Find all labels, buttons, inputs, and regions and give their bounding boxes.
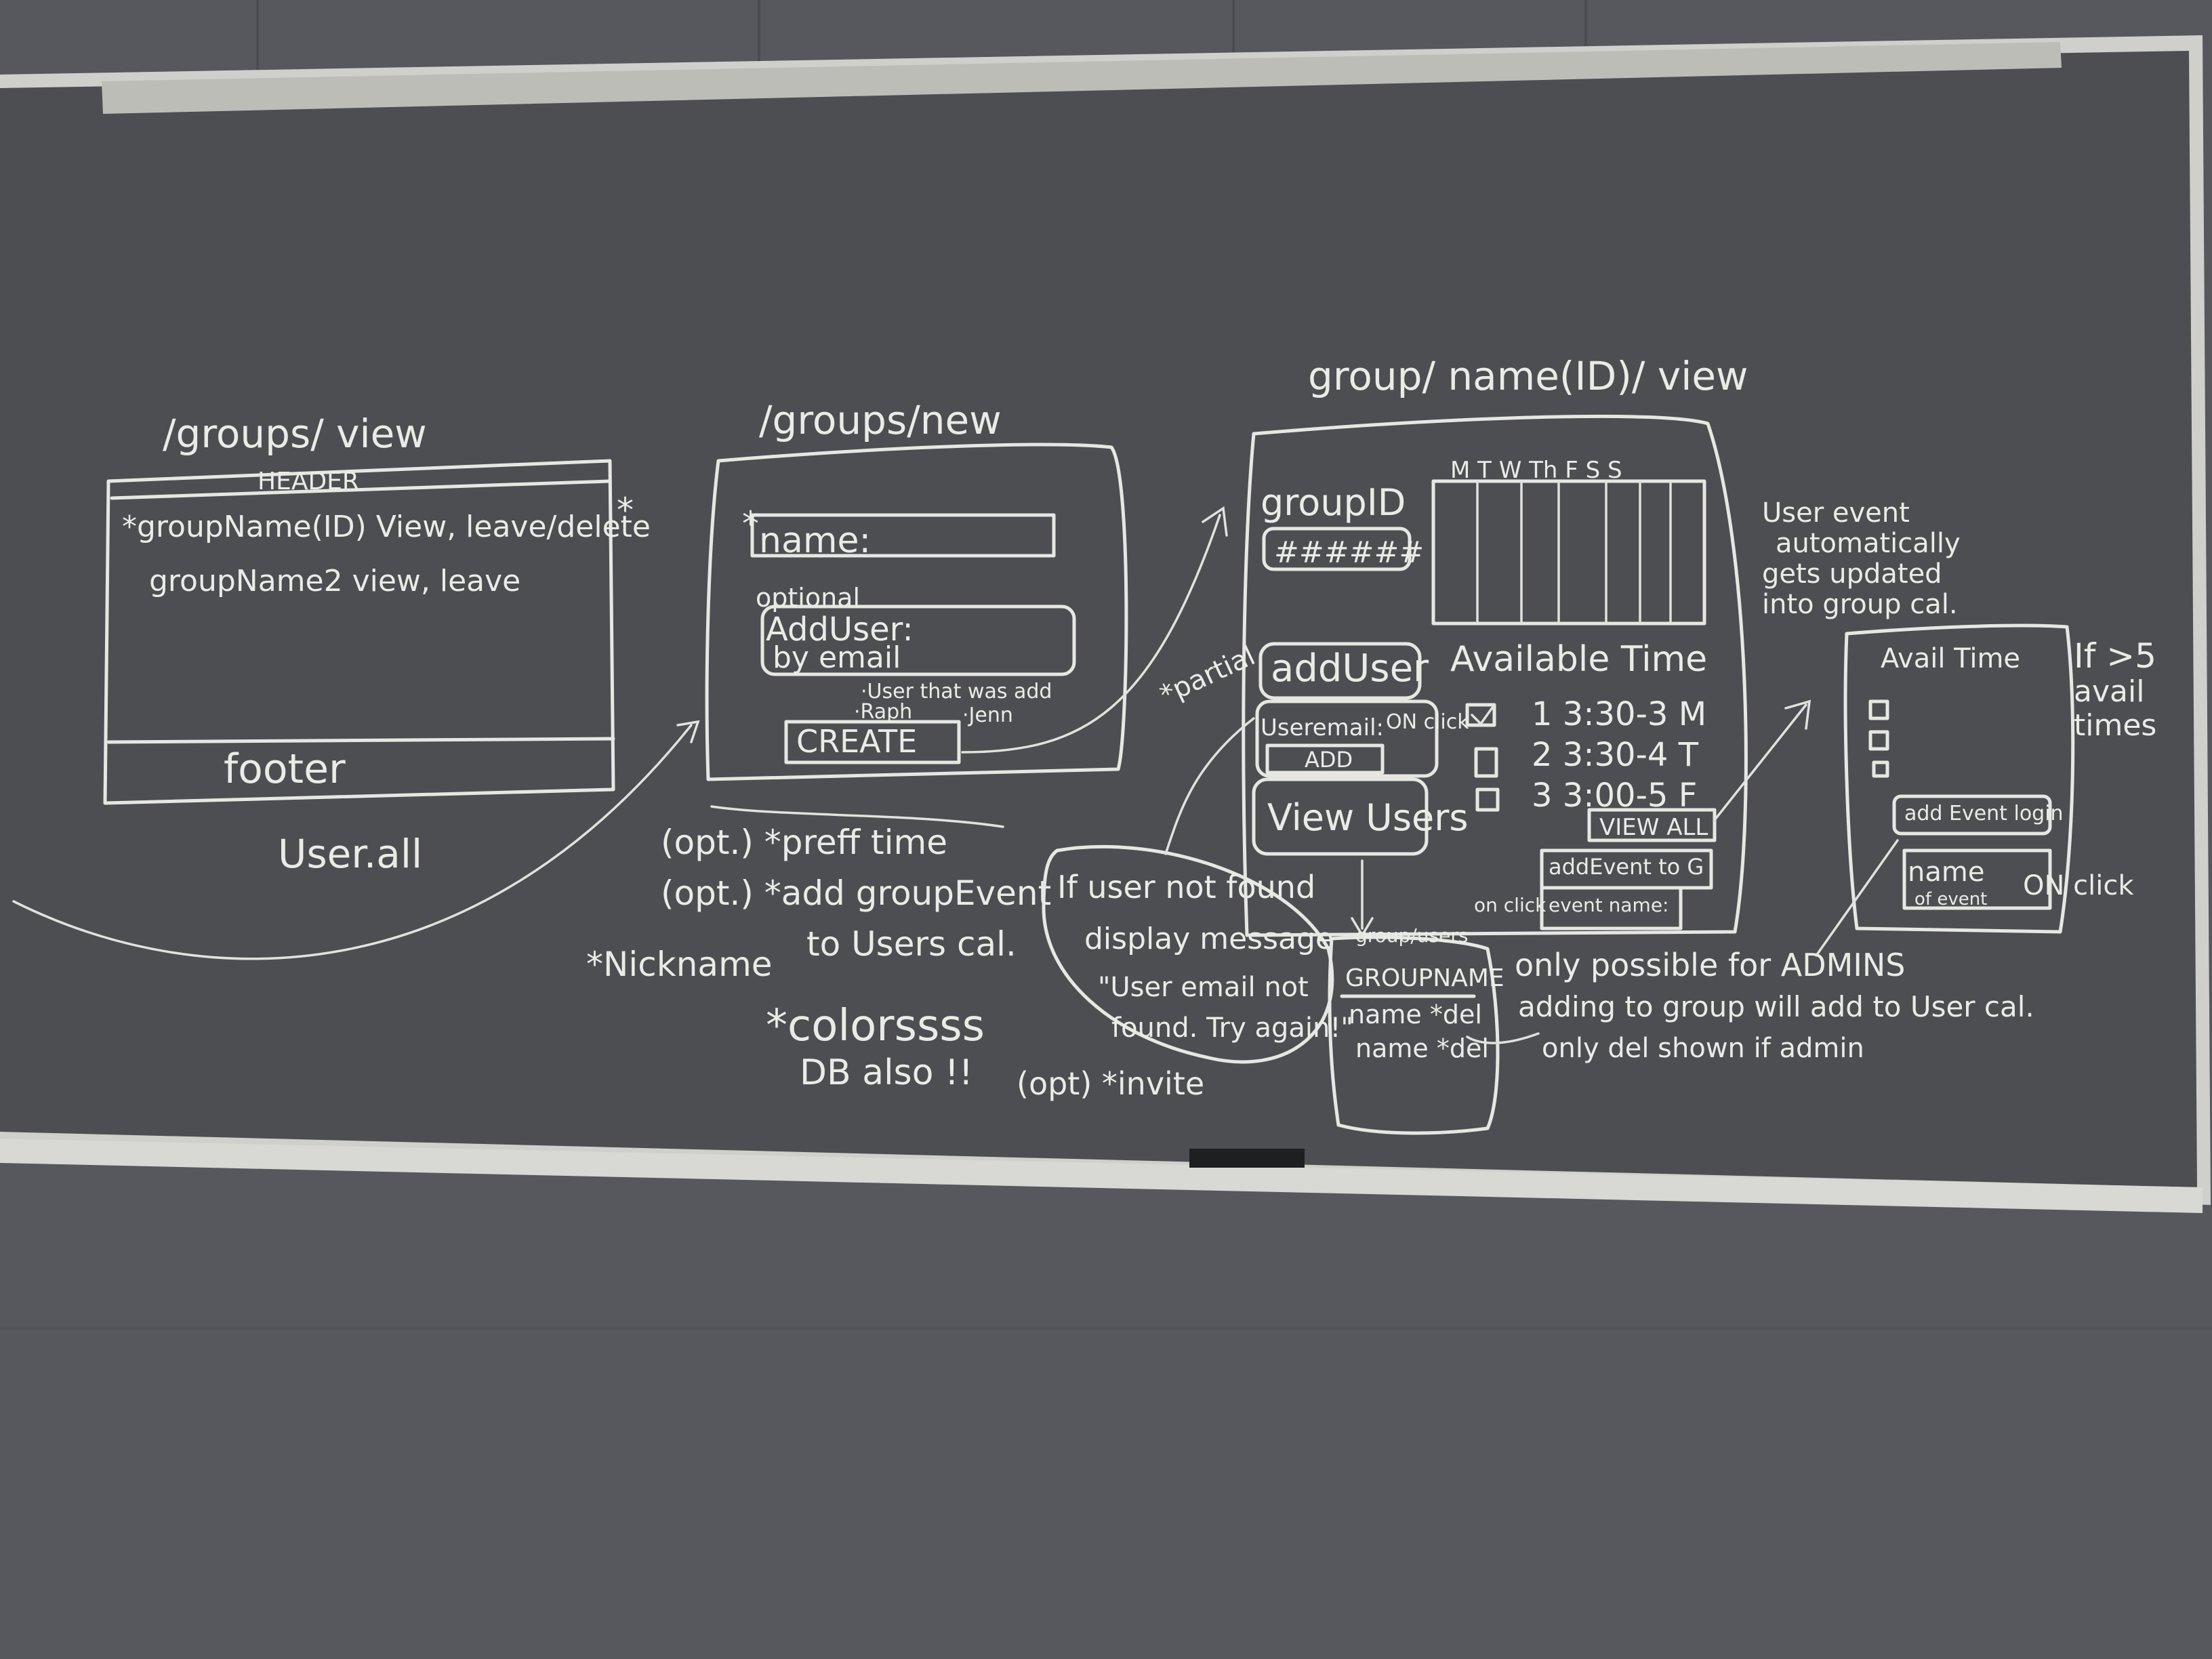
star-mark-2: *	[742, 504, 759, 544]
event-name-label: event name:	[1549, 894, 1669, 916]
calendar-days: M T W Th F S S	[1450, 457, 1622, 484]
note-pref-time: (opt.) *preff time	[661, 823, 947, 862]
by-email-label: by email	[773, 640, 901, 675]
admins-note-1: only possible for ADMINS	[1515, 947, 1906, 983]
add-button-label: ADD	[1305, 747, 1353, 773]
added-user-raph: ·Raph	[854, 700, 912, 724]
admins-note-2: adding to group will add to User cal.	[1518, 990, 2034, 1023]
member-row-1: name *del	[1349, 1000, 1482, 1029]
not-found-line-1: If user not found	[1057, 869, 1315, 905]
group-row-1: *groupName(ID) View, leave/delete	[122, 510, 651, 544]
gt5-note-3: times	[2074, 708, 2156, 743]
chalk-tray	[0, 1139, 2203, 1213]
auto-update-line-3: gets updated	[1762, 558, 1942, 590]
note-add-group-event: (opt.) *add groupEvent	[661, 874, 1051, 913]
route-group-view: group/ name(ID)/ view	[1308, 353, 1748, 399]
event-name-field: name	[1908, 857, 1984, 888]
group-users-route: group/users	[1355, 924, 1468, 947]
map-rail	[102, 42, 2062, 114]
sketch-groups-new	[705, 443, 1228, 828]
avail-time-title: Avail Time	[1881, 643, 2020, 674]
available-time-heading: Available Time	[1450, 639, 1707, 680]
not-found-bubble	[1042, 844, 1334, 1064]
added-users-note: ·User that was add	[861, 680, 1052, 703]
groupname-header: GROUPNAME	[1345, 964, 1504, 992]
on-click-note: ON click	[1386, 710, 1469, 734]
note-nickname: *Nickname	[586, 945, 773, 984]
not-found-line-2: display message	[1084, 922, 1334, 956]
sketch-group-view	[1164, 414, 1811, 1135]
route-groups-new: /groups/new	[759, 397, 1002, 443]
route-groups-view: /groups/ view	[163, 411, 427, 457]
user-all-label: User.all	[278, 831, 422, 877]
auto-update-line-1: User event	[1762, 497, 1910, 529]
board-surface	[0, 51, 2197, 1187]
group-row-2: groupName2 view, leave	[149, 564, 520, 598]
time-slot-2: 2 3:30-4 T	[1532, 736, 1699, 774]
star-mark: *	[617, 491, 634, 530]
not-found-line-4: found. Try again!"	[1111, 1012, 1353, 1044]
name-field-label: name:	[759, 520, 871, 561]
auto-update-line-2: automatically	[1776, 528, 1961, 559]
note-to-users-cal: to Users cal.	[806, 924, 1017, 964]
added-user-jenn: ·Jenn	[962, 703, 1013, 727]
header-label: HEADER	[258, 468, 359, 495]
not-found-line-3: "User email not	[1098, 972, 1309, 1003]
note-invite: (opt) *invite	[1017, 1065, 1204, 1102]
user-email-label: Useremail:	[1261, 714, 1384, 741]
footer-label: footer	[224, 745, 346, 793]
time-slot-1: 1 3:30-3 M	[1532, 695, 1706, 733]
view-all-label: VIEW ALL	[1599, 814, 1708, 841]
admins-note-3: only del shown if admin	[1542, 1033, 1864, 1064]
add-user-label: AddUser:	[766, 611, 914, 649]
on-click-note-3: ON click	[2023, 870, 2134, 901]
admins-connector	[1466, 1032, 1540, 1044]
add-event-label: addEvent to G	[1549, 854, 1704, 880]
create-button-label: CREATE	[796, 723, 917, 760]
group-id-value: ######	[1274, 535, 1424, 570]
note-db-also: DB also !!	[800, 1052, 973, 1093]
auto-update-line-4: into group cal.	[1762, 589, 1958, 620]
time-slot-3: 3 3:00-5 F	[1532, 777, 1697, 815]
add-user-heading: addUser	[1271, 647, 1429, 691]
member-row-2: name *del	[1355, 1033, 1489, 1063]
gt5-note-2: avail	[2074, 674, 2144, 709]
add-event-login-label: add Event login	[1904, 802, 2064, 825]
note-colors: *colorssss	[766, 1001, 985, 1051]
eraser	[1189, 1149, 1305, 1168]
sketch-avail-panel	[1815, 623, 2075, 957]
sketch-groups-view	[12, 459, 700, 960]
optional-label: optional	[756, 583, 860, 613]
of-event-label: of event	[1914, 889, 1987, 909]
group-id-label: groupID	[1261, 481, 1406, 524]
gt5-note-1: If >5	[2074, 636, 2156, 676]
view-users-label: View Users	[1267, 796, 1469, 839]
on-click-note-2: on click	[1474, 894, 1547, 916]
